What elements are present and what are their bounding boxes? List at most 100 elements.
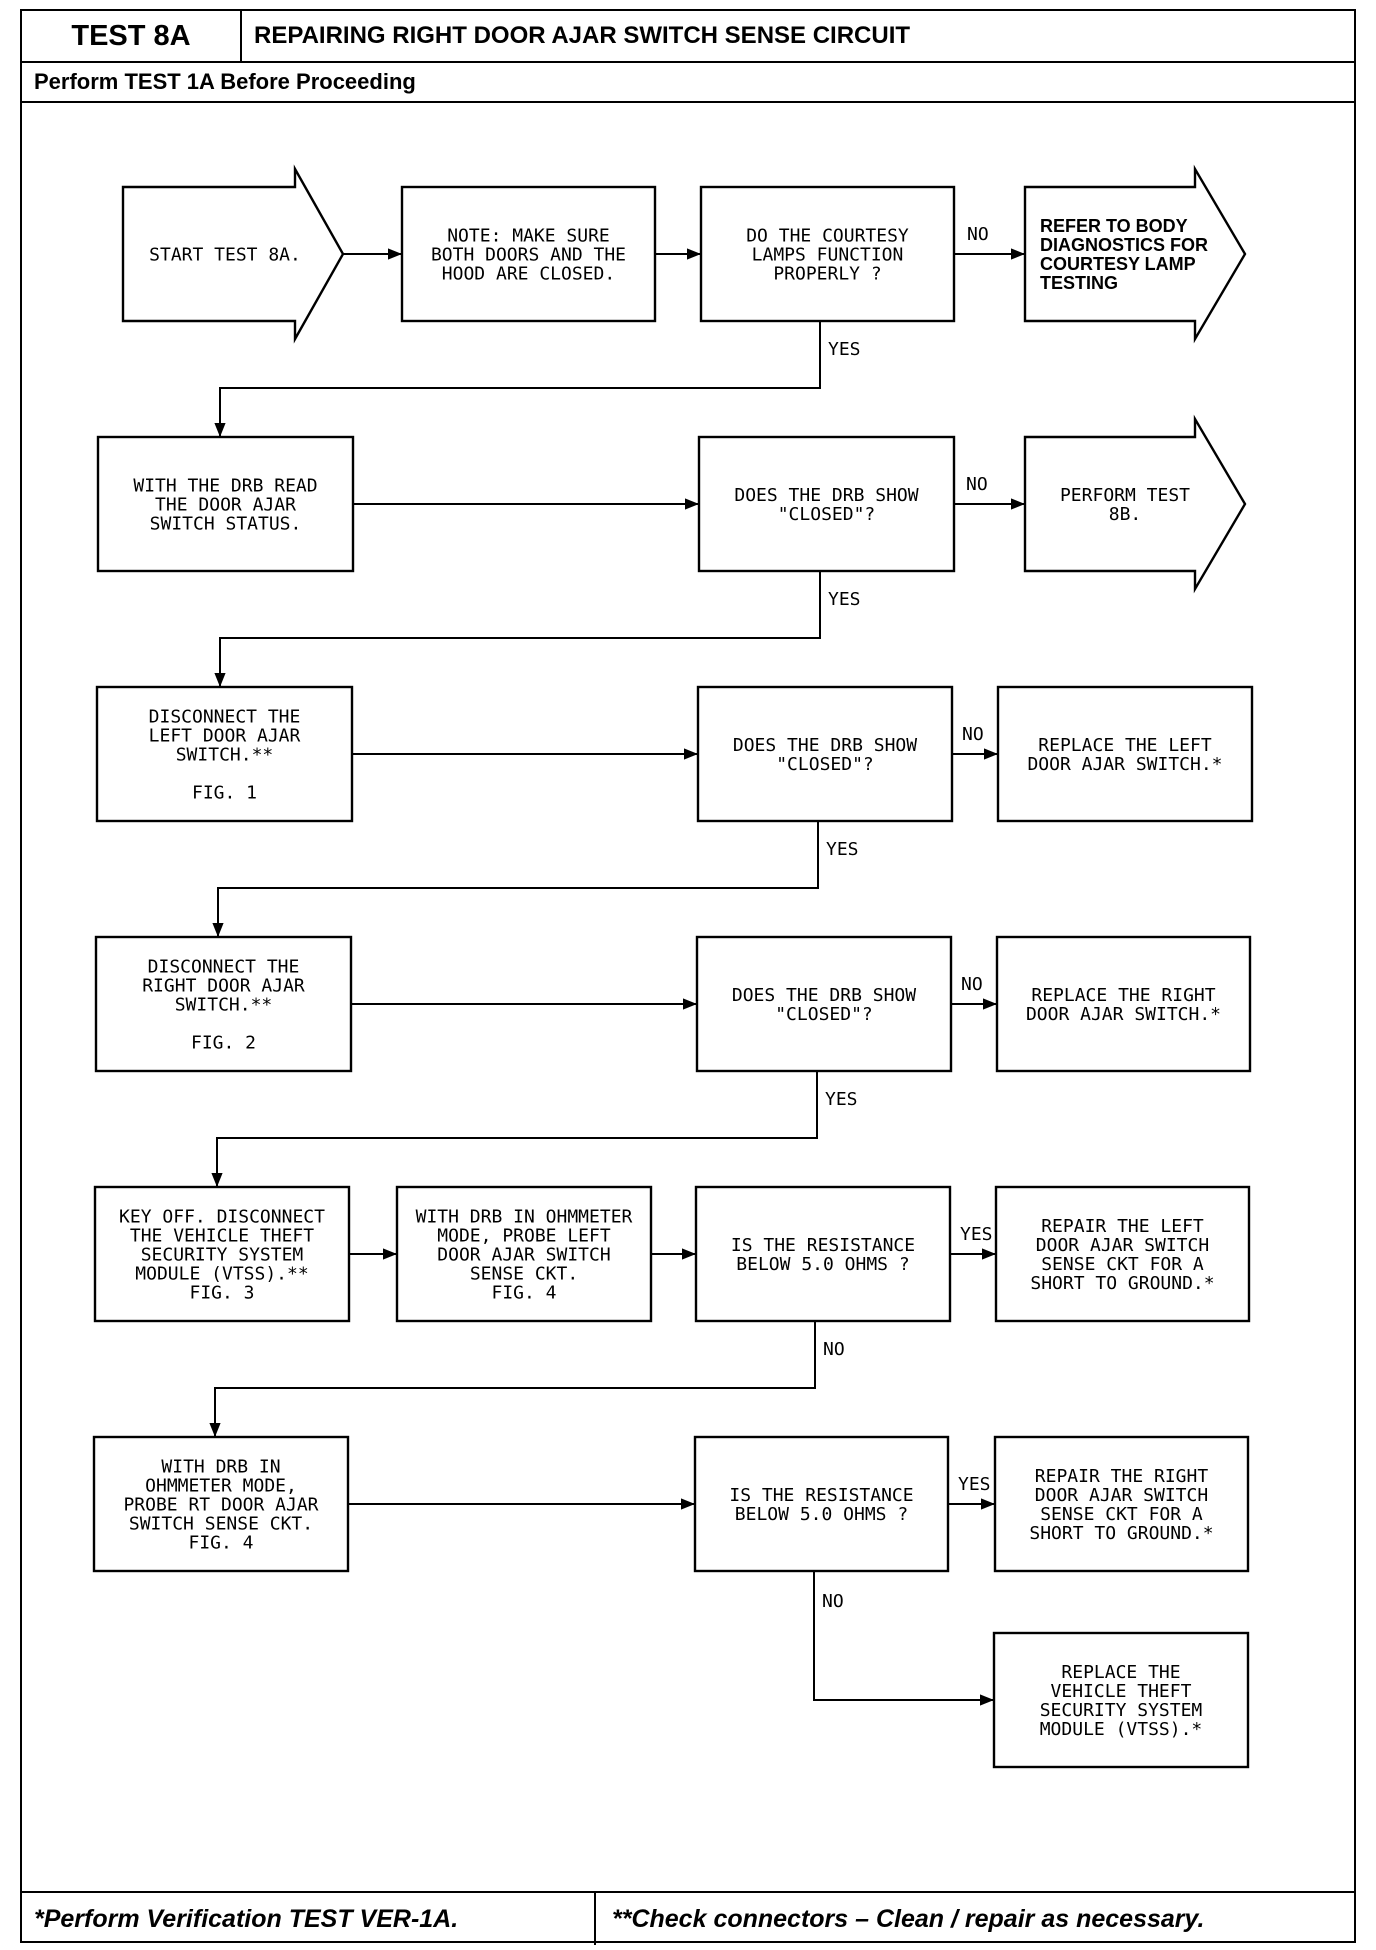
box	[93, 1185, 351, 1323]
precondition-note: Perform TEST 1A Before Proceeding	[22, 63, 1354, 103]
box	[994, 1185, 1251, 1323]
node-text-line: DIAGNOSTICS FOR	[1040, 235, 1208, 255]
arrow-box	[1023, 414, 1247, 594]
node-q-closed-1: DOES THE DRB SHOW"CLOSED"?	[697, 435, 956, 573]
box	[694, 1185, 952, 1323]
node-text-line: THE DOOR AJAR	[155, 494, 296, 515]
box	[995, 935, 1252, 1073]
node-text-line: REPAIR THE RIGHT	[1035, 1466, 1209, 1487]
box	[695, 935, 953, 1073]
connector-line	[214, 321, 821, 437]
node-text-line: REFER TO BODY	[1040, 216, 1188, 236]
node-text-line: TESTING	[1040, 273, 1118, 293]
node-text-line: LEFT DOOR AJAR	[149, 725, 301, 746]
node-text-line: LAMPS FUNCTION	[752, 244, 904, 265]
node-text-line: REPLACE THE	[1061, 1662, 1180, 1683]
flowchart-page: TEST 8A REPAIRING RIGHT DOOR AJAR SWITCH…	[20, 9, 1356, 1945]
node-text-line: SECURITY SYSTEM	[141, 1244, 304, 1265]
node-text-line: DO THE COURTESY	[746, 225, 909, 246]
node-text-line: SWITCH SENSE CKT.	[129, 1513, 313, 1534]
test-title: REPAIRING RIGHT DOOR AJAR SWITCH SENSE C…	[254, 22, 911, 49]
node-text-line: SECURITY SYSTEM	[1040, 1700, 1203, 1721]
test-id: TEST 8A	[22, 11, 242, 61]
node-text-line: DOOR AJAR SWITCH	[1035, 1485, 1208, 1506]
node-text-line: DOOR AJAR SWITCH.*	[1027, 754, 1222, 775]
box	[996, 685, 1254, 823]
box	[699, 185, 956, 323]
node-text-line: BELOW 5.0 OHMS ?	[736, 1254, 909, 1275]
node-text-line: PROPERLY ?	[773, 263, 881, 284]
box	[95, 685, 354, 823]
node-text-line: FIG. 1	[192, 782, 257, 803]
node-text-line: "CLOSED"?	[776, 754, 874, 775]
node-text-line: COURTESY LAMP	[1040, 254, 1196, 274]
edge-label: YES	[828, 339, 861, 360]
box	[94, 935, 353, 1073]
node-start: START TEST 8A.	[121, 164, 345, 344]
node-text-line: DISCONNECT THE	[148, 956, 300, 977]
node-text-line: FIG. 4	[491, 1282, 556, 1303]
node-text-line: SWITCH.**	[175, 994, 273, 1015]
node-text-line: VEHICLE THEFT	[1051, 1681, 1192, 1702]
node-text-line: NOTE: MAKE SURE	[447, 225, 610, 246]
node-text-line: DOOR AJAR SWITCH	[1036, 1235, 1209, 1256]
node-text-line: MODULE (VTSS).*	[1040, 1719, 1203, 1740]
arrow-box	[1023, 164, 1247, 344]
node-text-line: SENSE CKT FOR A	[1040, 1504, 1203, 1525]
node-text-line: BOTH DOORS AND THE	[431, 244, 626, 265]
edge-label: NO	[966, 474, 988, 495]
connector-line	[813, 1571, 994, 1706]
node-text-line: SENSE CKT.	[470, 1263, 578, 1284]
box	[395, 1185, 653, 1323]
node-text-line: SWITCH.**	[176, 744, 274, 765]
node-text-line: FIG. 3	[189, 1282, 254, 1303]
box	[400, 185, 657, 323]
edge-label: YES	[825, 1089, 858, 1110]
edge-label: YES	[828, 589, 861, 610]
footnote-single-star: *Perform Verification TEST VER-1A.	[34, 1904, 459, 1933]
node-text-line: REPLACE THE LEFT	[1038, 735, 1212, 756]
header-row: TEST 8A REPAIRING RIGHT DOOR AJAR SWITCH…	[22, 11, 1354, 63]
edge-label: NO	[823, 1339, 845, 1360]
node-text-line: FIG. 4	[188, 1532, 253, 1553]
node-text-line: SHORT TO GROUND.*	[1029, 1523, 1213, 1544]
edge-label: NO	[962, 724, 984, 745]
node-text-line: DOES THE DRB SHOW	[734, 485, 918, 506]
box	[992, 1631, 1250, 1769]
node-text-line: START TEST 8A.	[149, 244, 301, 265]
footer-divider	[594, 1893, 596, 1945]
edge-label: YES	[958, 1474, 991, 1495]
node-text-line: KEY OFF. DISCONNECT	[119, 1206, 325, 1227]
node-text-line: FIG. 2	[191, 1032, 256, 1053]
box	[92, 1435, 350, 1573]
edge-label: NO	[967, 224, 989, 245]
node-text-line: HOOD ARE CLOSED.	[442, 263, 615, 284]
node-q-closed-2: DOES THE DRB SHOW"CLOSED"?	[696, 685, 954, 823]
box	[96, 435, 355, 573]
box	[696, 685, 954, 823]
node-text-line: PERFORM TEST	[1060, 485, 1190, 506]
node-text-line: DISCONNECT THE	[149, 706, 301, 727]
node-text-line: OHMMETER MODE,	[145, 1475, 297, 1496]
node-text-line: WITH DRB IN OHMMETER	[416, 1206, 633, 1227]
node-text-line: IS THE RESISTANCE	[729, 1485, 913, 1506]
node-text-line: 8B.	[1109, 504, 1142, 525]
footnote-double-star: **Check connectors – Clean / repair as n…	[612, 1904, 1205, 1933]
box	[693, 1435, 950, 1573]
